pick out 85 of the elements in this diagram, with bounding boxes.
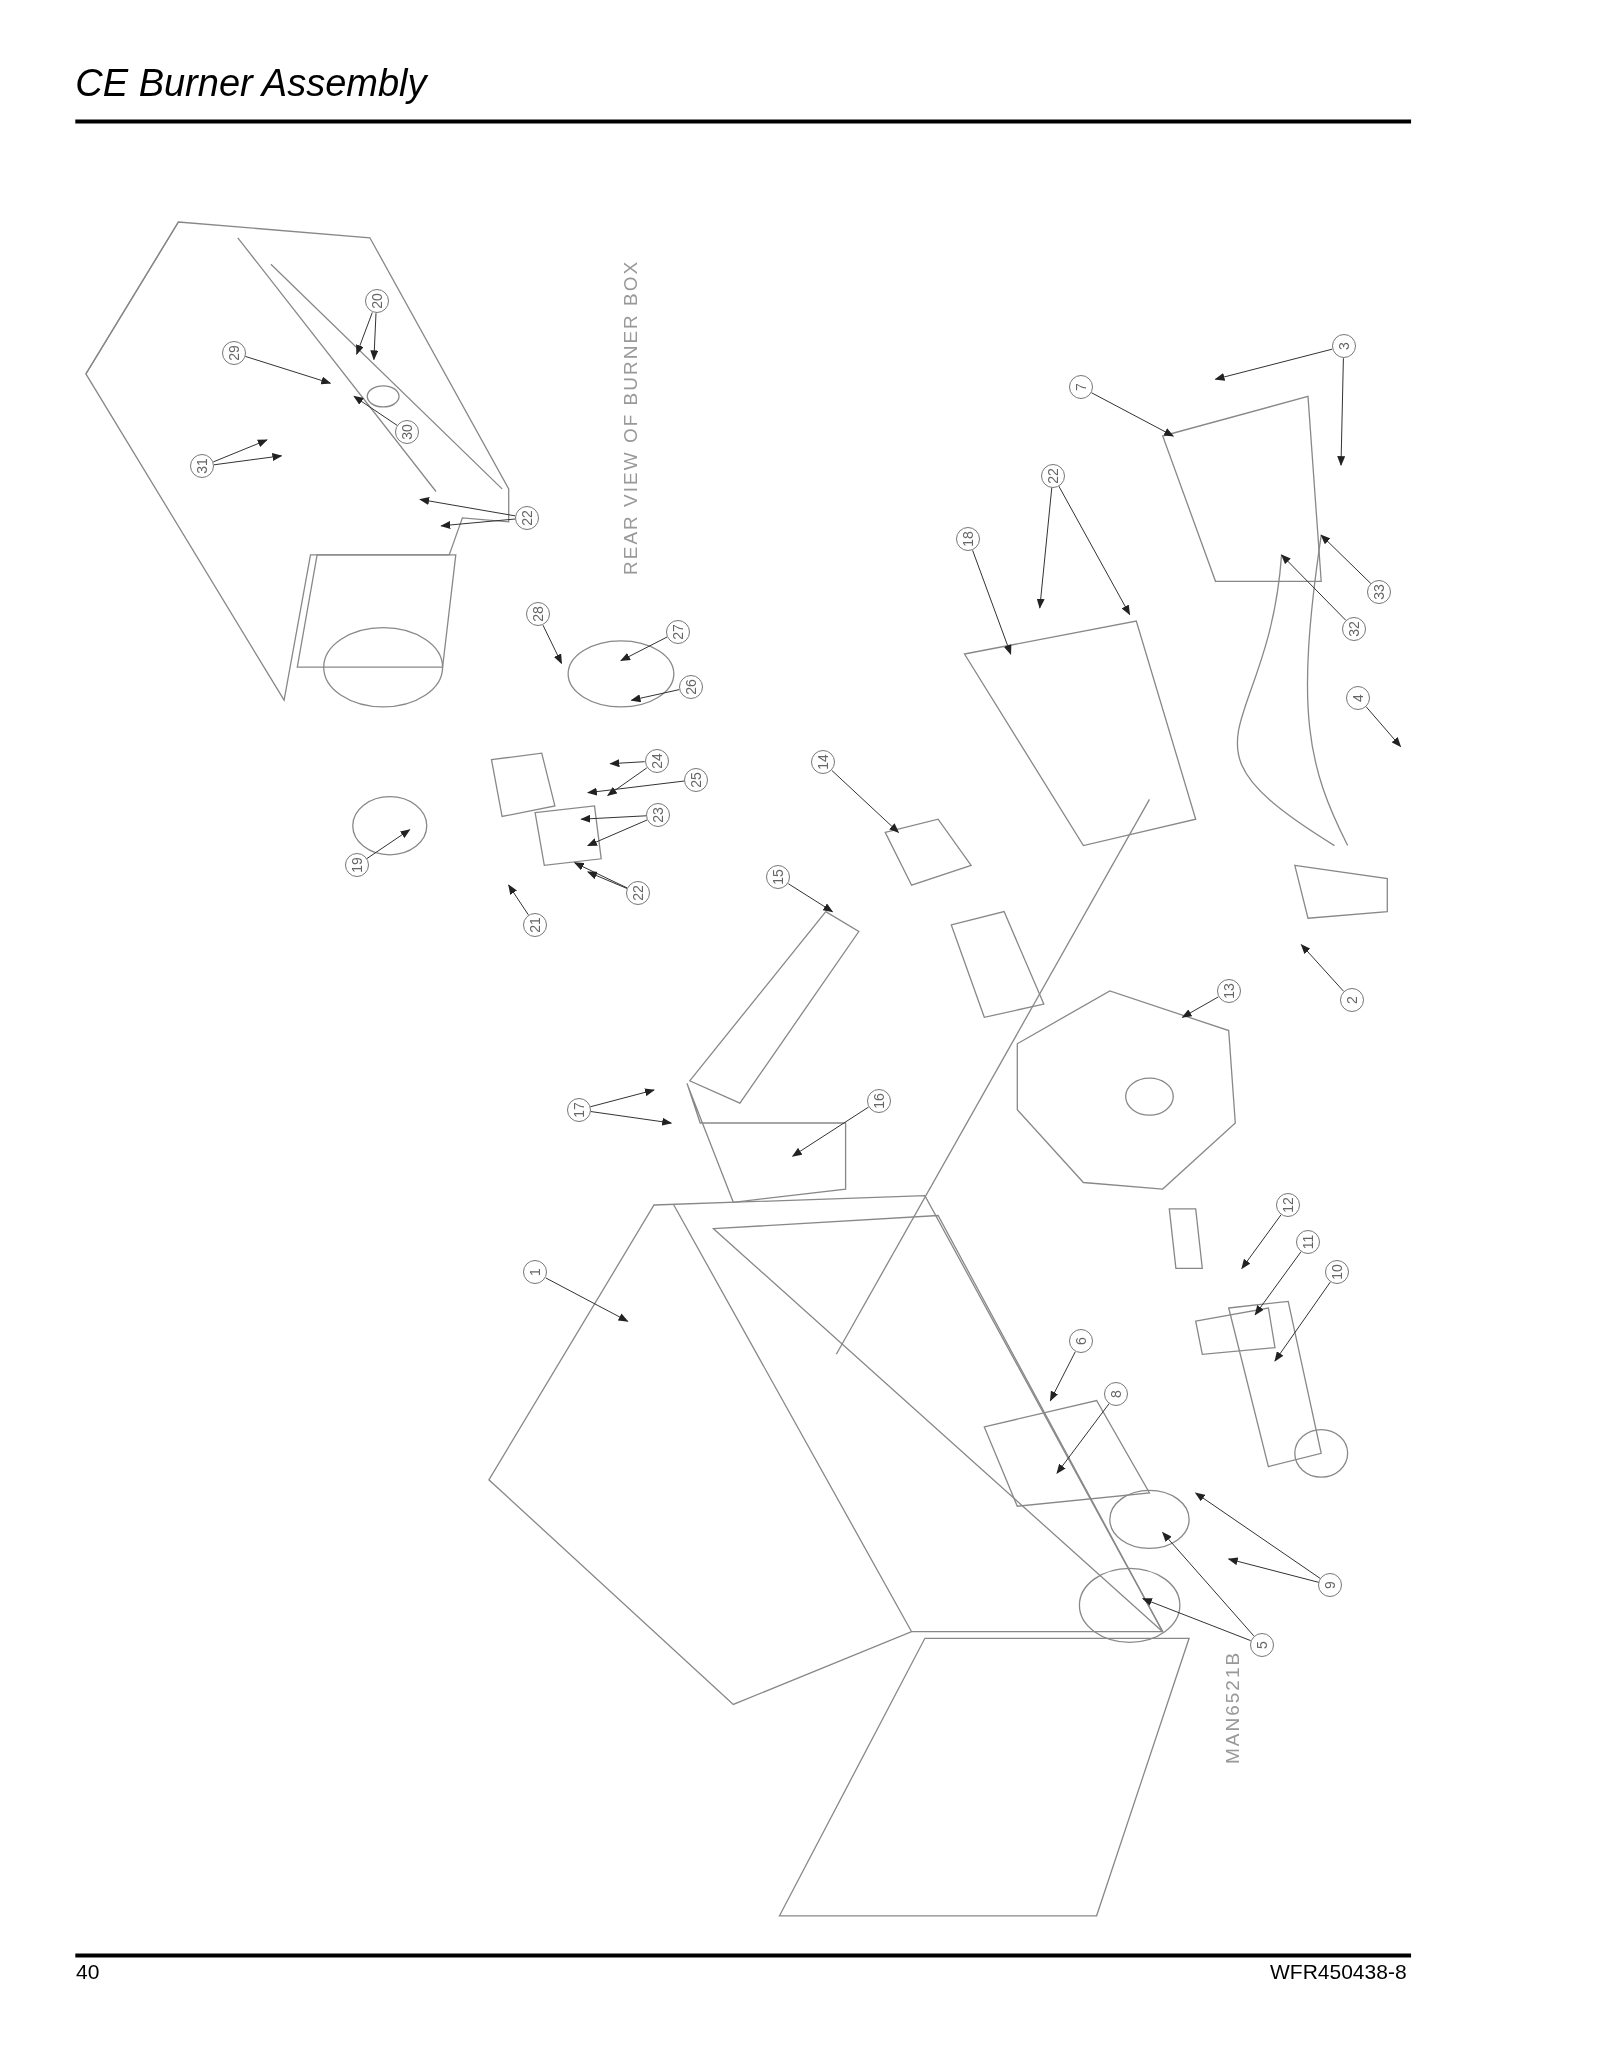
- leader-line: [589, 1088, 655, 1108]
- leader-line: [545, 1277, 629, 1322]
- leader-line: [1241, 1214, 1282, 1270]
- callout-number: 23: [645, 803, 670, 828]
- callout-number: 18: [956, 527, 981, 552]
- leader-line: [1320, 534, 1372, 584]
- callout-number: 25: [684, 767, 709, 792]
- leader-line: [590, 1111, 673, 1126]
- callout-number: 29: [221, 340, 246, 365]
- leader-line: [972, 549, 1012, 655]
- leader-line: [366, 829, 411, 860]
- leader-line: [1036, 487, 1053, 609]
- page-title: CE Burner Assembly: [75, 62, 427, 106]
- callout-number: 4: [1346, 685, 1371, 710]
- callout-number: 19: [344, 853, 369, 878]
- callout-number: 6: [1068, 1329, 1093, 1354]
- leader-line: [791, 1106, 869, 1157]
- callout-number: 22: [1041, 463, 1065, 488]
- leader-line: [370, 312, 379, 361]
- callout-number: 12: [1276, 1192, 1301, 1217]
- leader-line: [212, 439, 268, 463]
- leader-line: [580, 814, 647, 823]
- leader-line: [213, 453, 283, 466]
- leader-line: [1049, 1351, 1076, 1402]
- callout-number: 8: [1104, 1381, 1129, 1406]
- leader-line: [1337, 357, 1346, 467]
- leader-line: [787, 883, 834, 913]
- callout-number: 11: [1296, 1229, 1320, 1254]
- leader-line: [630, 689, 680, 703]
- callout-number: 16: [866, 1088, 891, 1113]
- callout-number: 5: [1249, 1632, 1274, 1657]
- leader-line: [1227, 1557, 1320, 1583]
- leader-line: [1181, 996, 1219, 1018]
- leader-line: [573, 862, 628, 889]
- callout-number: 32: [1342, 616, 1367, 641]
- leader-line: [587, 871, 628, 889]
- leader-line: [440, 518, 516, 529]
- callout-number: 14: [811, 750, 836, 775]
- leader-line: [353, 395, 398, 426]
- leader-line: [1365, 706, 1402, 748]
- callout-number: 2: [1339, 988, 1364, 1013]
- leader-line: [356, 312, 373, 356]
- callout-number: 31: [190, 454, 215, 479]
- leader-line: [1300, 943, 1345, 992]
- leader-line: [586, 780, 685, 796]
- leader-line: [587, 819, 648, 847]
- leader-line: [1141, 1598, 1252, 1642]
- leader-line: [1090, 392, 1175, 437]
- callout-number: 1: [523, 1260, 548, 1285]
- leader-line: [609, 759, 646, 768]
- leader-line: [1280, 554, 1347, 621]
- page-number: 40: [76, 1960, 100, 1984]
- callout-number: 27: [665, 619, 690, 644]
- leader-line: [1194, 1492, 1322, 1580]
- callout-number: 28: [525, 602, 550, 627]
- callout-number: 21: [523, 912, 548, 937]
- callout-number: 13: [1216, 978, 1241, 1003]
- callout-number: 10: [1325, 1260, 1350, 1285]
- callout-number: 22: [515, 505, 540, 530]
- callout-number: 17: [566, 1097, 591, 1122]
- leader-line: [1254, 1251, 1302, 1316]
- callout-number: 9: [1318, 1573, 1343, 1598]
- callout-number: 3: [1331, 334, 1356, 359]
- document-number: WFR450438-8: [1270, 1960, 1407, 1984]
- leader-line: [419, 497, 516, 517]
- view-caption: REAR VIEW OF BURNER BOX: [620, 259, 642, 575]
- callout-number: 30: [394, 420, 419, 445]
- callout-number: 33: [1367, 579, 1392, 604]
- callout-number: 26: [679, 675, 703, 700]
- drawing-number: MAN6521B: [1222, 1650, 1245, 1764]
- leader-line: [244, 355, 332, 385]
- leader-line: [831, 770, 900, 834]
- leader-line: [1214, 348, 1333, 381]
- leader-line: [607, 767, 648, 796]
- leader-line: [1162, 1531, 1255, 1637]
- callout-number: 22: [626, 881, 651, 906]
- callout-number: 7: [1068, 375, 1093, 400]
- leader-line: [620, 636, 668, 662]
- callout-number: 24: [644, 749, 669, 773]
- leader-line: [1058, 485, 1131, 616]
- leader-line: [542, 624, 562, 665]
- leader-line: [508, 884, 529, 916]
- leader-line: [1274, 1281, 1331, 1362]
- callout-number: 20: [364, 289, 389, 314]
- callout-number: 15: [766, 865, 791, 890]
